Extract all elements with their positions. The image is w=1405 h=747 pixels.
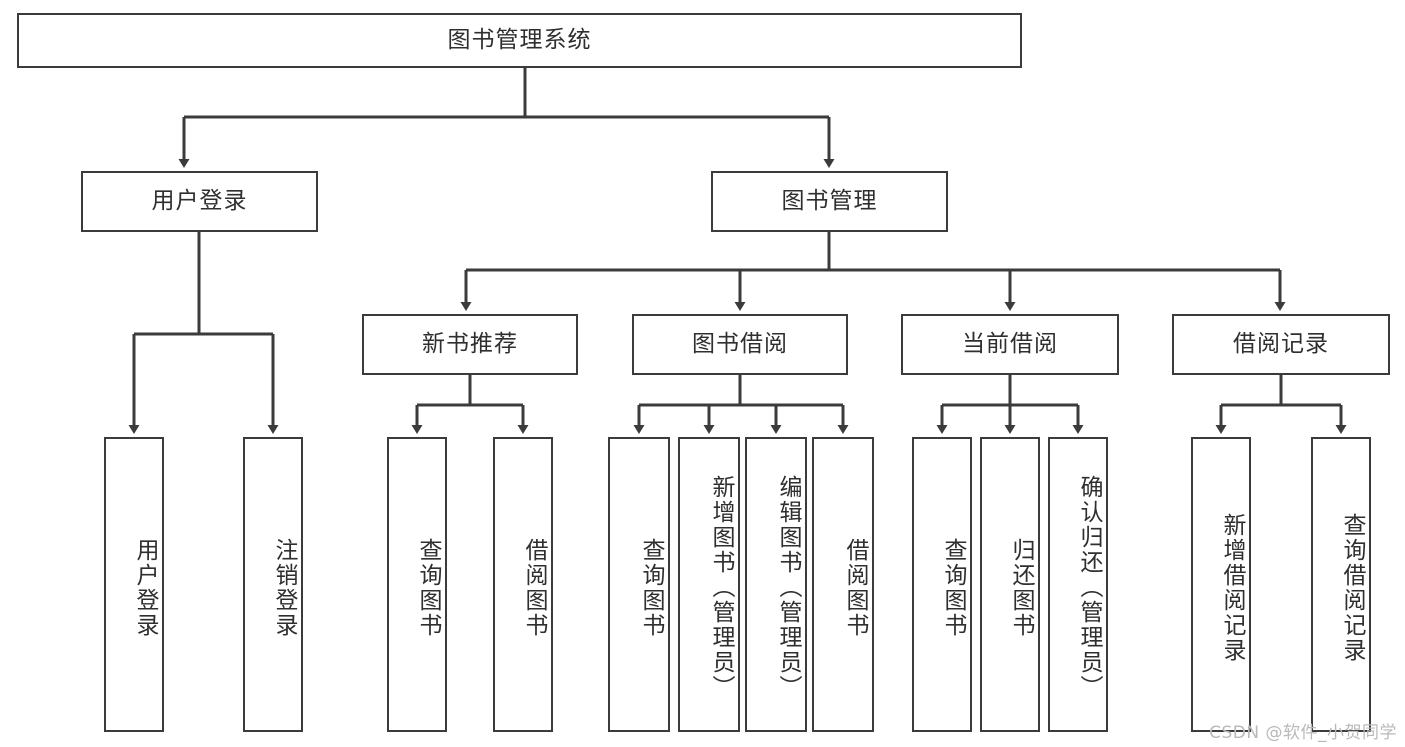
node-user-login[interactable]: 用户登录 <box>81 171 318 232</box>
leaf-label: 新增借阅记录 <box>1219 512 1245 663</box>
node-book-management[interactable]: 图书管理 <box>711 171 948 232</box>
leaf-user-login-logout[interactable]: 注销登录 <box>243 437 303 732</box>
leaf-current-confirm-return-admin[interactable]: 确认归还（管理员） <box>1048 437 1108 732</box>
node-current-borrow[interactable]: 当前借阅 <box>901 314 1119 375</box>
node-user-login-label: 用户登录 <box>151 187 248 214</box>
leaf-label: 新增图书（管理员） <box>708 475 734 700</box>
leaf-label: 注销登录 <box>271 537 297 638</box>
leaf-record-add-record[interactable]: 新增借阅记录 <box>1191 437 1251 732</box>
leaf-label: 查询图书 <box>940 537 966 638</box>
leaf-label: 用户登录 <box>132 537 158 638</box>
leaf-label: 借阅图书 <box>521 537 547 638</box>
node-book-management-label: 图书管理 <box>781 187 878 214</box>
leaf-record-query-record[interactable]: 查询借阅记录 <box>1311 437 1371 732</box>
node-root-label: 图书管理系统 <box>447 26 592 53</box>
leaf-borrow-borrow-book[interactable]: 借阅图书 <box>812 437 874 732</box>
leaf-label: 编辑图书（管理员） <box>775 475 801 700</box>
node-borrow-record[interactable]: 借阅记录 <box>1172 314 1390 375</box>
leaf-new-book-query-book[interactable]: 查询图书 <box>387 437 447 732</box>
node-root[interactable]: 图书管理系统 <box>17 13 1022 68</box>
leaf-borrow-edit-book-admin[interactable]: 编辑图书（管理员） <box>745 437 807 732</box>
leaf-current-query-book[interactable]: 查询图书 <box>912 437 972 732</box>
node-current-borrow-label: 当前借阅 <box>962 330 1058 357</box>
leaf-new-book-borrow-book[interactable]: 借阅图书 <box>493 437 553 732</box>
watermark: CSDN @软件_小贺同学 <box>1209 723 1397 743</box>
leaf-borrow-add-book-admin[interactable]: 新增图书（管理员） <box>678 437 740 732</box>
leaf-current-return-book[interactable]: 归还图书 <box>980 437 1040 732</box>
leaf-borrow-query-book[interactable]: 查询图书 <box>608 437 670 732</box>
leaf-user-login-login[interactable]: 用户登录 <box>104 437 164 732</box>
leaf-label: 查询图书 <box>638 537 664 638</box>
leaf-label: 查询图书 <box>415 537 441 638</box>
leaf-label: 查询借阅记录 <box>1339 512 1365 663</box>
node-new-book-recommend-label: 新书推荐 <box>422 330 518 357</box>
node-new-book-recommend[interactable]: 新书推荐 <box>362 314 578 375</box>
leaf-label: 确认归还（管理员） <box>1076 475 1102 700</box>
leaf-label: 归还图书 <box>1008 537 1034 638</box>
node-book-borrow[interactable]: 图书借阅 <box>632 314 848 375</box>
node-borrow-record-label: 借阅记录 <box>1233 330 1329 357</box>
node-book-borrow-label: 图书借阅 <box>692 330 788 357</box>
leaf-label: 借阅图书 <box>842 537 868 638</box>
